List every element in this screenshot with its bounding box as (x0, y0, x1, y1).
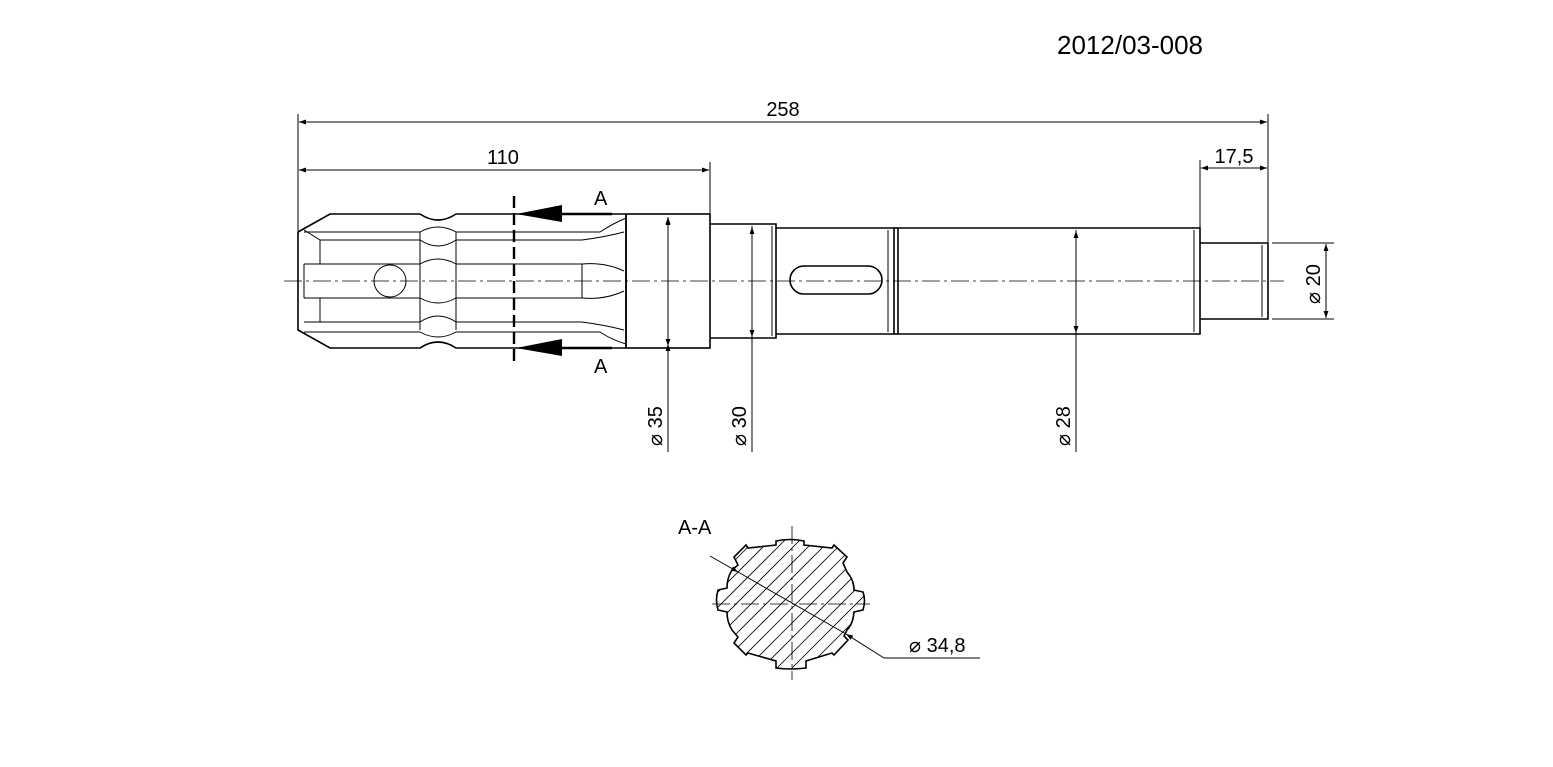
diameter-30-value: ⌀ 30 (729, 406, 751, 446)
overall-length-value: 258 (766, 99, 799, 121)
end-length-value: 17,5 (1215, 146, 1254, 168)
spline-length-value: 110 (487, 147, 519, 169)
section-cut-line: A A (512, 188, 612, 378)
shaft-side-view (284, 213, 1284, 349)
diameter-30-dimension: ⌀ 30 (729, 226, 755, 452)
diameter-35-dimension: ⌀ 35 (645, 217, 671, 452)
collar-35 (625, 213, 711, 349)
keyway (789, 265, 883, 295)
drawing-number: 2012/03-008 (1057, 30, 1203, 60)
pin-hole (373, 264, 407, 298)
section-marker-bottom: A (594, 356, 608, 378)
section-view-a-a: A-A ⌀ 34 (678, 517, 980, 680)
diameter-28-dimension: ⌀ 28 (1053, 230, 1079, 452)
section-marker-top: A (594, 188, 608, 210)
spline-profile (715, 538, 866, 670)
diameter-20-dimension: ⌀ 20 (1272, 242, 1334, 320)
diameter-35-value: ⌀ 35 (645, 406, 667, 446)
diameter-20-value: ⌀ 20 (1303, 264, 1325, 304)
spline-length-dimension: 110 (299, 147, 711, 216)
diameter-34-8-value: ⌀ 34,8 (909, 635, 966, 657)
section-view-label: A-A (678, 517, 712, 539)
diameter-28-value: ⌀ 28 (1053, 406, 1075, 446)
end-length-dimension: 17,5 (1199, 146, 1267, 228)
overall-length-dimension: 258 (297, 99, 1269, 242)
